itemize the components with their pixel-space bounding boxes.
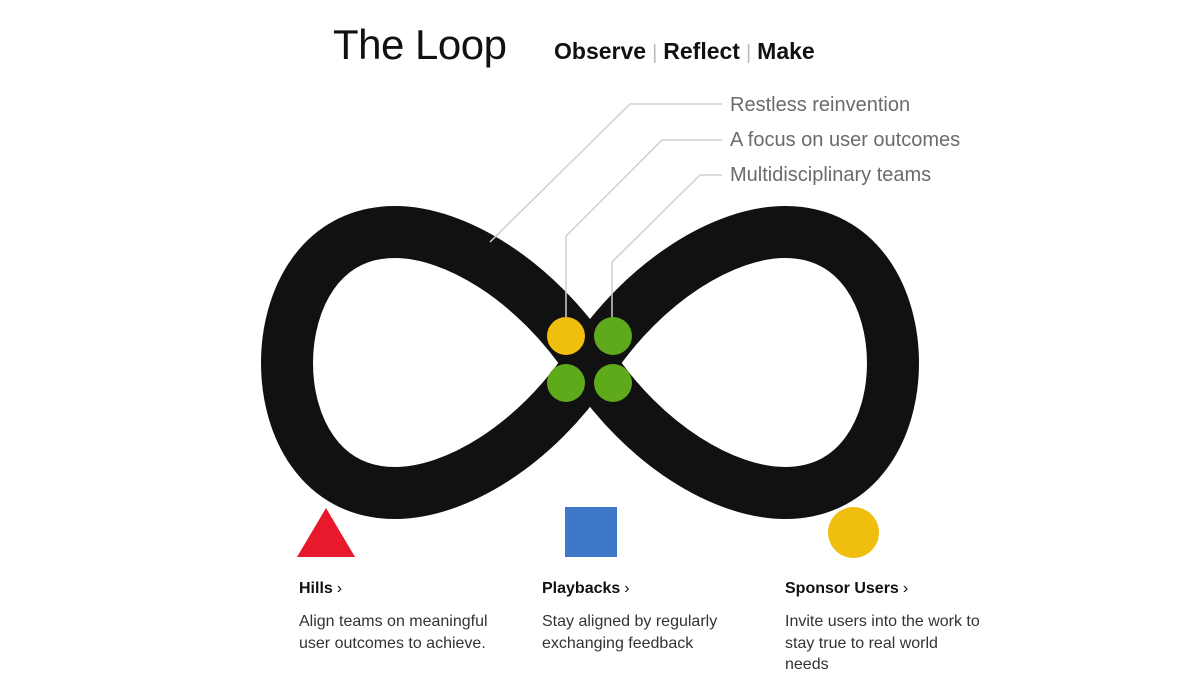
leader-line-teams <box>611 174 722 318</box>
triangle-icon <box>297 508 355 557</box>
callout-restless-reinvention: Restless reinvention <box>730 94 911 116</box>
playbacks-link[interactable]: Playbacks› <box>542 581 630 597</box>
dot-yellow <box>547 317 585 355</box>
step-observe: Observe <box>554 38 647 64</box>
key-sponsor-users: Sponsor Users› Invite users into the wor… <box>785 580 1005 676</box>
square-icon <box>565 507 617 557</box>
hills-description: Align teams on meaningful user outcomes … <box>299 613 488 652</box>
playbacks-description: Stay aligned by regularly exchanging fee… <box>542 613 718 652</box>
page-title: The Loop <box>333 21 507 68</box>
sponsor-users-link[interactable]: Sponsor Users› <box>785 581 908 597</box>
dot-green <box>547 364 585 402</box>
step-separator: | <box>745 42 752 64</box>
sponsor-users-label: Sponsor Users <box>785 580 899 597</box>
leader-line-reinvention <box>489 103 722 243</box>
dot-green <box>594 317 632 355</box>
callout-multidisciplinary-teams: Multidisciplinary teams <box>730 164 932 186</box>
step-reflect: Reflect <box>663 38 740 64</box>
playbacks-label: Playbacks <box>542 580 621 597</box>
step-separator: | <box>652 42 658 64</box>
chevron-right-icon: › <box>902 580 909 597</box>
callout-user-outcomes: A focus on user outcomes <box>730 129 961 151</box>
hills-label: Hills <box>299 580 333 597</box>
loop-steps: Observe|Reflect|Make <box>554 38 815 64</box>
hills-link[interactable]: Hills› <box>299 581 342 597</box>
circle-icon <box>828 507 879 558</box>
key-playbacks: Playbacks› Stay aligned by regularly exc… <box>542 580 762 654</box>
infinity-loop <box>261 206 919 519</box>
leader-line-outcomes <box>565 139 722 318</box>
dot-green <box>594 364 632 402</box>
key-hills: Hills› Align teams on meaningful user ou… <box>299 580 519 654</box>
chevron-right-icon: › <box>336 580 343 597</box>
chevron-right-icon: › <box>624 580 630 597</box>
sponsor-users-description: Invite users into the work to stay true … <box>785 613 980 673</box>
step-make: Make <box>757 38 815 64</box>
